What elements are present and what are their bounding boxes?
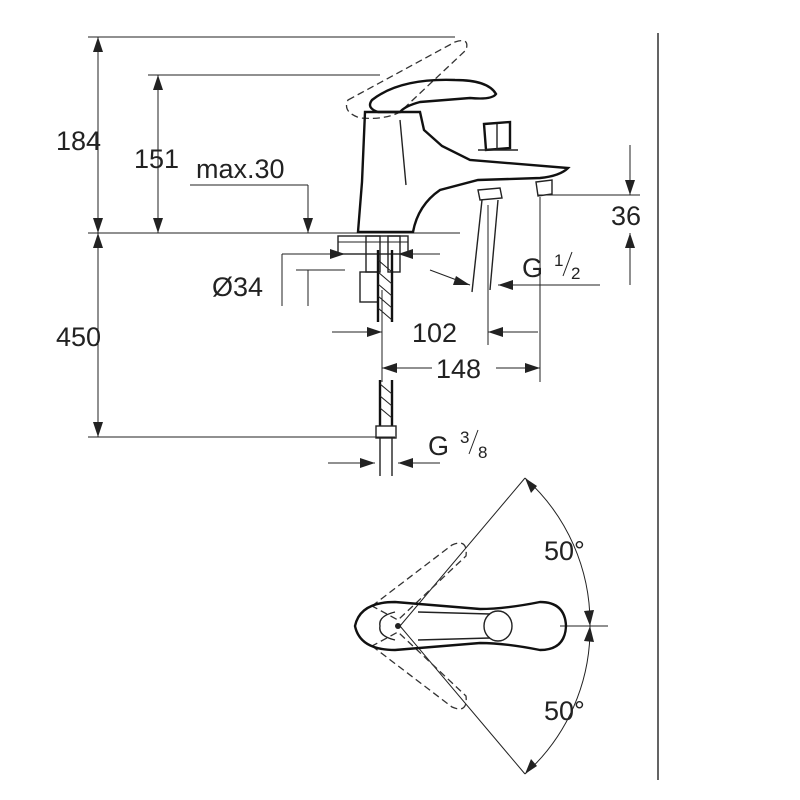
dimension-151: 151	[134, 75, 179, 233]
g-half-base: G	[522, 253, 543, 283]
dimension-diameter-34: Ø34	[212, 249, 440, 306]
angle-arc-lower	[524, 625, 591, 775]
dim-max30-label: max.30	[196, 154, 285, 184]
hose-nut	[359, 271, 379, 303]
lever-handle	[368, 78, 498, 114]
dim-diameter-34-label: Ø34	[212, 272, 263, 302]
mounting-flange	[337, 235, 409, 255]
thread-g-three-eighths: G 3 8	[328, 428, 487, 468]
angle-arc-upper	[524, 477, 591, 627]
lever-top-view	[353, 600, 568, 652]
dim-450-label: 450	[56, 322, 101, 352]
thread-g-half: G 1 2	[429, 251, 600, 290]
outflow-left	[471, 199, 483, 293]
g-half-num: 1	[554, 251, 563, 270]
lever-alt-upper	[370, 542, 467, 621]
spout-outlet	[477, 187, 503, 201]
diverter-knob	[482, 120, 512, 152]
dimension-max30: max.30	[196, 154, 313, 233]
faucet-body	[356, 110, 571, 234]
swing-limit-upper	[399, 477, 526, 627]
faucet-top-view: 50° 50°	[353, 477, 608, 775]
dim-148-label: 148	[436, 354, 481, 384]
body-contour-line	[399, 119, 407, 186]
swing-limit-lower	[399, 625, 526, 775]
lever-alt-position-outline	[345, 39, 468, 120]
dimension-36: 36	[611, 145, 641, 285]
mounting-assembly	[337, 235, 409, 476]
angle-label-bottom: 50°	[544, 696, 585, 726]
angle-label-top: 50°	[544, 536, 585, 566]
dimension-102: 102	[332, 205, 538, 348]
outflow-right	[489, 199, 499, 291]
dimension-184: 184	[56, 37, 103, 233]
dimension-450: 450	[56, 233, 103, 437]
lever-alt-lower	[370, 631, 467, 710]
dim-151-label: 151	[134, 144, 179, 174]
dimension-148: 148	[381, 197, 541, 384]
hose-connector	[375, 425, 397, 439]
g-38-num: 3	[460, 428, 469, 447]
dim-102-label: 102	[412, 318, 457, 348]
spout-tip	[535, 179, 553, 197]
lever-pivot	[483, 610, 513, 642]
g-38-base: G	[428, 431, 449, 461]
g-half-den: 2	[571, 264, 580, 283]
dim-36-label: 36	[611, 201, 641, 231]
g-38-den: 8	[478, 443, 487, 462]
dim-184-label: 184	[56, 126, 101, 156]
faucet-side-view	[345, 39, 571, 293]
hose-braid	[377, 259, 393, 321]
